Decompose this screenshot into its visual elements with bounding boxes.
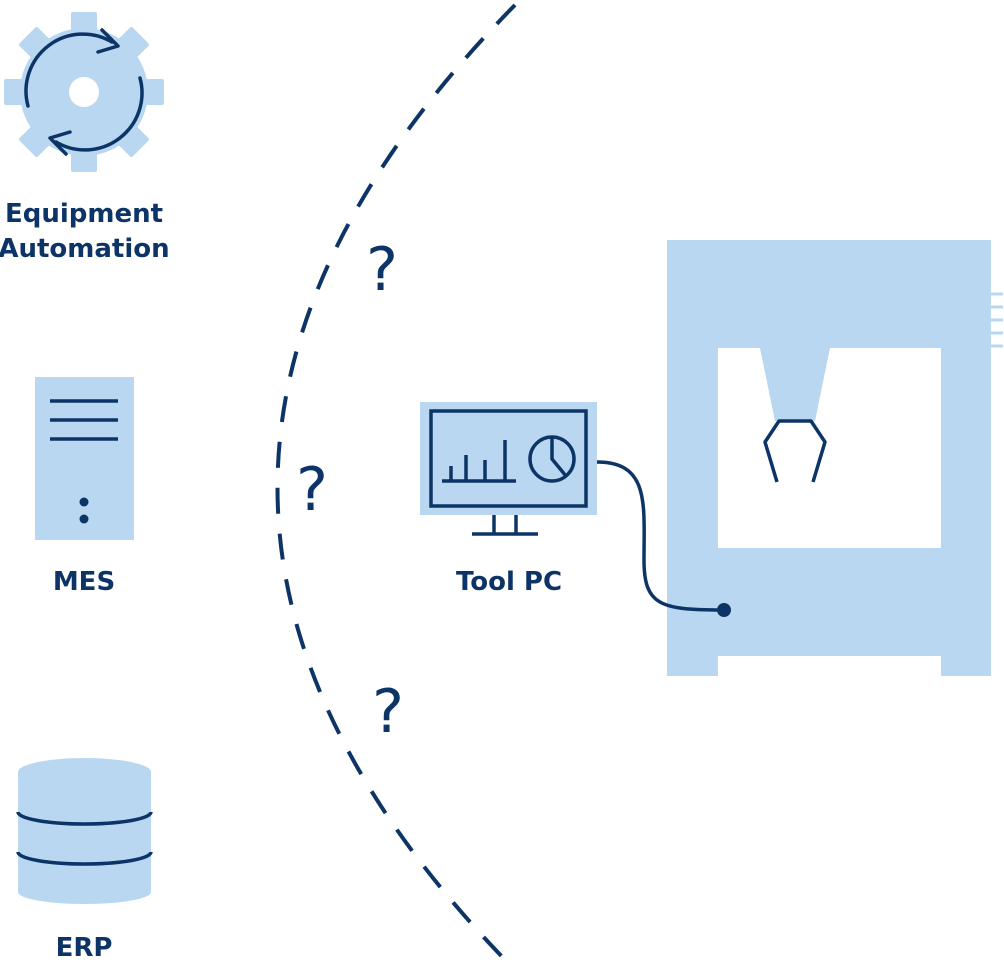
mes-label: MES [53,567,115,597]
question-mark-middle: ? [296,455,328,525]
question-mark-bottom: ? [372,677,404,747]
question-mark-top: ? [366,235,398,305]
tool-pc-label: Tool PC [456,567,562,597]
equipment-automation-label-line2: Automation [0,234,170,264]
server-icon [35,377,134,540]
robot-gripper-machine-icon [667,240,1003,676]
erp-label: ERP [56,933,113,963]
connection-endpoint [717,603,731,617]
equipment-automation-label-line1: Equipment [5,199,163,229]
connection-cable [596,460,723,612]
database-icon [16,758,153,904]
gear-cycle-icon [4,12,164,172]
monitor-chart-icon [420,402,597,536]
boundary-dashed-arc [275,3,517,972]
